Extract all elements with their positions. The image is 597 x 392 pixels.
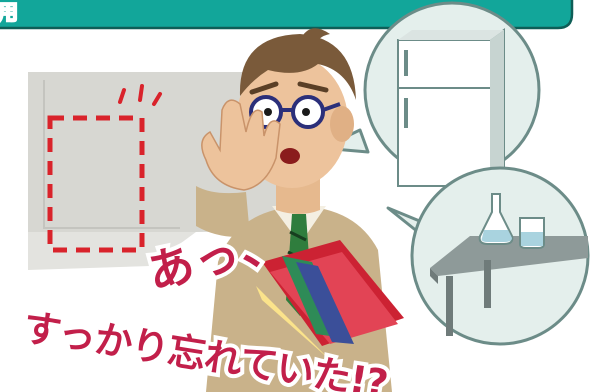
lab-table-icon	[430, 236, 588, 336]
banner-label: 用	[0, 0, 19, 25]
flask-icon	[478, 193, 514, 245]
refrigerator-icon	[397, 28, 505, 187]
books-stack	[256, 240, 404, 360]
beaker-icon	[519, 217, 545, 249]
